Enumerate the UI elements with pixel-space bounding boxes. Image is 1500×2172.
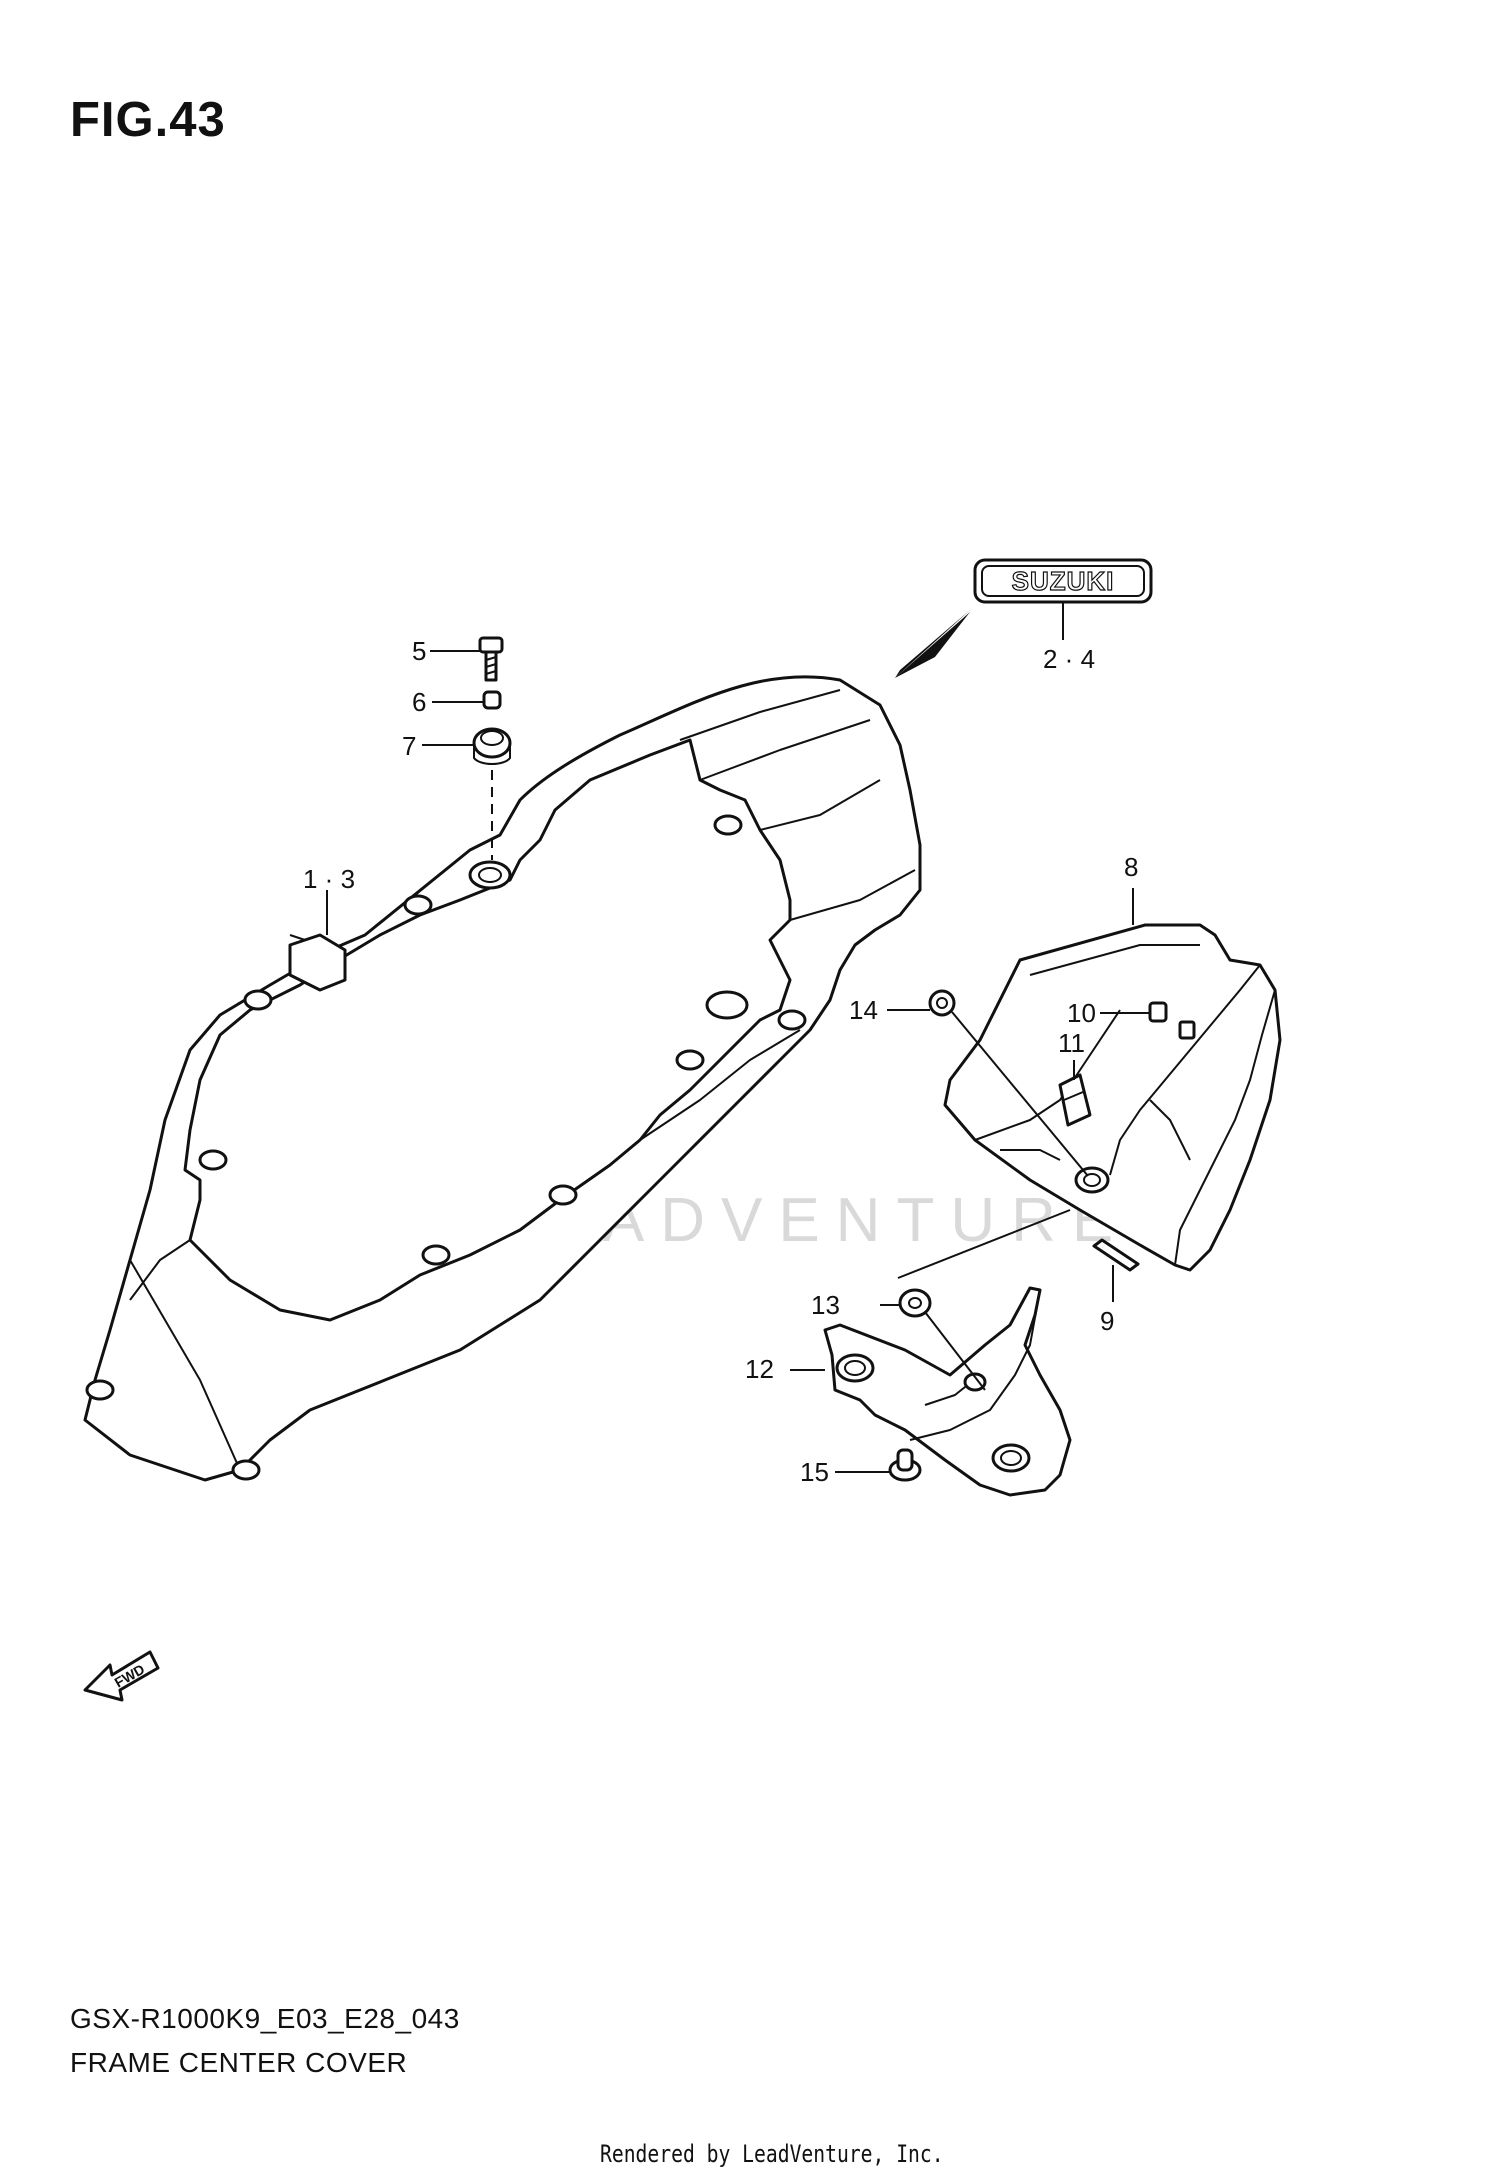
callout-14: 14 [849,995,878,1025]
callout-7: 7 [402,731,416,761]
callout-9: 9 [1100,1306,1114,1336]
model-code: GSX-R1000K9_E03_E28_043 [70,2003,460,2034]
suzuki-emblem-part: SUZUKI [973,558,1153,604]
lower-cover-part [823,1286,1072,1497]
grommet-part [898,1288,932,1318]
grommet-part [472,727,512,765]
clip-part [888,1448,922,1482]
callout-2-4: 2 · 4 [1043,644,1095,674]
frame-center-cover-part [83,675,922,1482]
callout-11: 11 [1058,1028,1085,1058]
screw-part [478,636,504,682]
figure-title: FIG.43 [70,93,226,147]
callout-10: 10 [1067,998,1096,1028]
fwd-arrow-icon: FWD [83,1650,160,1702]
render-credit: Rendered by LeadVenture, Inc. [600,2140,944,2168]
callout-15: 15 [800,1457,829,1487]
callout-6: 6 [412,687,426,717]
inner-cover-part [943,923,1282,1272]
damper-part [1092,1238,1140,1272]
washer-part [482,690,502,710]
figure-caption: FRAME CENTER COVER [70,2047,408,2078]
callout-8: 8 [1124,852,1138,882]
callout-12: 12 [745,1354,774,1384]
callout-1-3: 1 · 3 [303,864,355,894]
callout-13: 13 [811,1290,840,1320]
callout-5: 5 [412,636,426,666]
nut-part [928,989,956,1017]
emblem-label: SUZUKI [1012,566,1115,596]
